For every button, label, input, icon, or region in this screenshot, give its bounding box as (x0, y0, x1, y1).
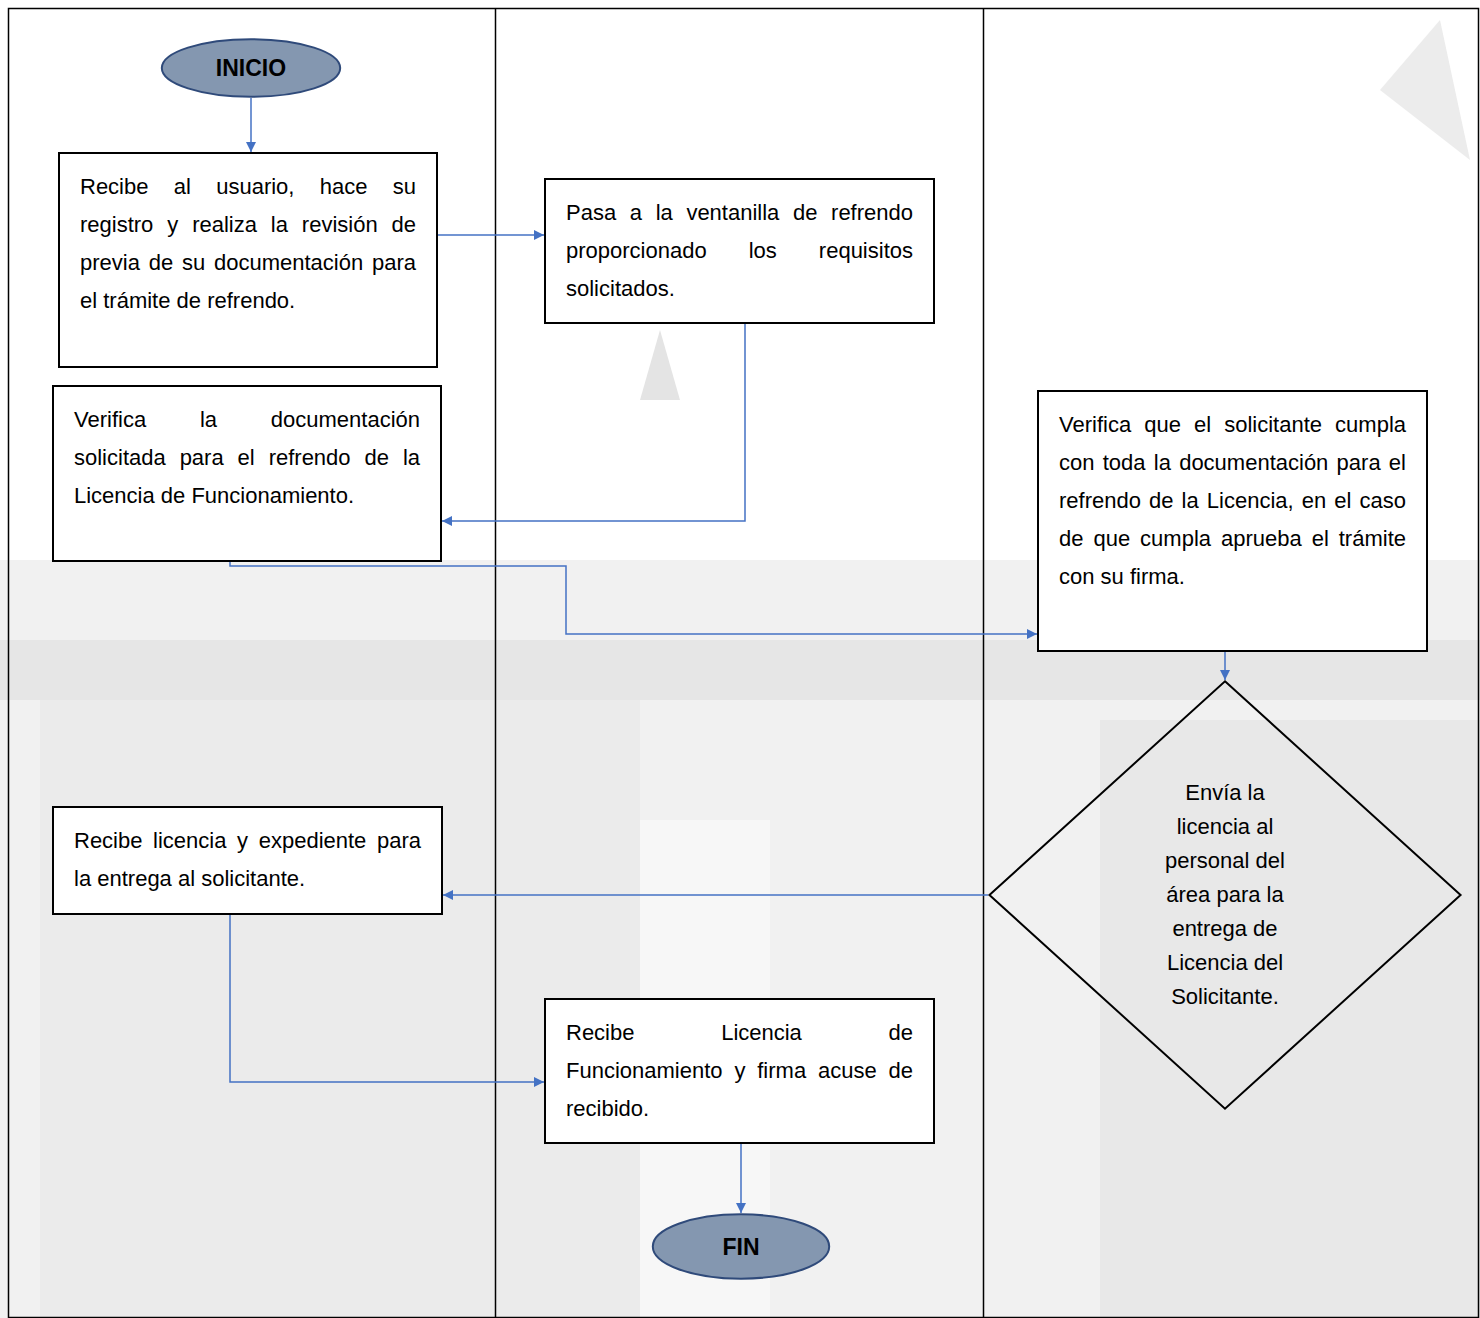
connector-arrow (230, 915, 544, 1082)
end-terminal: FIN (651, 1213, 831, 1280)
lane-divider (495, 8, 497, 1318)
process-box: Verifica la documentación solicitada par… (52, 385, 442, 562)
connector-arrow (442, 324, 745, 521)
diamond-shape (989, 681, 1460, 1108)
connector-arrow (1224, 652, 1226, 680)
decision-diamond: Envía la licencia al personal del área p… (988, 680, 1462, 1110)
ellipse-shape (653, 1214, 829, 1278)
node-text: Pasa a la ventanilla de refrendo proporc… (566, 194, 913, 308)
connector-arrow (250, 98, 252, 152)
process-box: Recibe Licencia de Funcionamiento y firm… (544, 998, 935, 1144)
lane-divider (983, 8, 985, 1318)
process-box: Recibe licencia y expediente para la ent… (52, 806, 443, 915)
node-text: Recibe al usuario, hace su registro y re… (80, 168, 416, 320)
start-terminal: INICIO (160, 38, 342, 98)
node-text: Recibe Licencia de Funcionamiento y firm… (566, 1014, 913, 1128)
connector-arrow (740, 1144, 742, 1213)
connector-arrow (443, 894, 988, 896)
process-box: Verifica que el solicitante cumpla con t… (1037, 390, 1428, 652)
node-text: FIN (722, 1233, 759, 1261)
connector-arrow (438, 234, 544, 236)
photo-roof (640, 330, 680, 400)
node-text: INICIO (216, 54, 286, 82)
ellipse-shape (162, 39, 340, 97)
node-text: Verifica la documentación solicitada par… (74, 401, 420, 515)
node-text: Envía la licencia al personal del área p… (1150, 776, 1300, 1014)
lane-frame (9, 9, 1479, 1318)
photo-ground (0, 560, 1480, 1318)
connector-arrow (230, 562, 1037, 634)
node-text: Verifica que el solicitante cumpla con t… (1059, 406, 1406, 596)
node-text: Recibe licencia y expediente para la ent… (74, 822, 421, 898)
process-box: Pasa a la ventanilla de refrendo proporc… (544, 178, 935, 324)
process-box: Recibe al usuario, hace su registro y re… (58, 152, 438, 368)
photo-flag (1380, 20, 1470, 160)
